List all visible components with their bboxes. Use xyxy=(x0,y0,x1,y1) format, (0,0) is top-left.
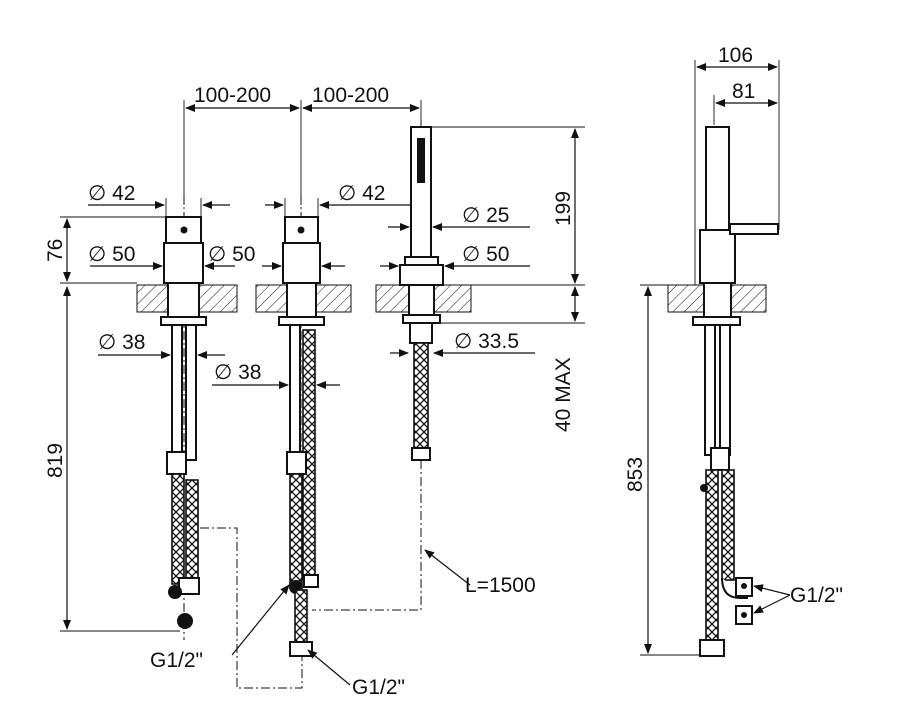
center-valve xyxy=(278,195,325,657)
dimension-labels: 100-200 100-200 ∅ 42 ∅ 42 ∅ 50 ∅ 50 ∅ 38… xyxy=(44,44,843,699)
spacing-right-label: 100-200 xyxy=(312,84,389,107)
dimension-lines xyxy=(60,60,791,686)
max-40-label: 40 MAX xyxy=(552,357,575,432)
spacing-left-label: 100-200 xyxy=(194,84,271,107)
dia-50-mid-label: ∅ 50 xyxy=(208,243,256,266)
dia-50-shower-label: ∅ 50 xyxy=(462,243,510,266)
height-199-label: 199 xyxy=(552,191,575,226)
hand-shower xyxy=(200,120,444,689)
thread-left-label: G1/2" xyxy=(150,649,203,672)
side-thread-label: G1/2" xyxy=(790,584,843,607)
dia-42-mid-label: ∅ 42 xyxy=(338,182,386,205)
dia-38-mid-label: ∅ 38 xyxy=(214,361,262,384)
thread-center-label: G1/2" xyxy=(352,676,405,699)
dia-50-left-label: ∅ 50 xyxy=(88,243,136,266)
hose-length-label: L=1500 xyxy=(465,574,536,597)
side-81-label: 81 xyxy=(732,80,755,103)
height-76-label: 76 xyxy=(44,239,67,262)
dia-33-5-label: ∅ 33.5 xyxy=(454,330,519,353)
dia-42-left-label: ∅ 42 xyxy=(88,182,136,205)
side-853-label: 853 xyxy=(624,457,647,492)
side-view xyxy=(692,126,779,657)
dia-38-left-label: ∅ 38 xyxy=(98,331,146,354)
height-819-label: 819 xyxy=(44,443,67,478)
left-valve xyxy=(160,195,207,640)
dia-25-label: ∅ 25 xyxy=(462,204,510,227)
deck-section xyxy=(136,284,767,313)
side-106-label: 106 xyxy=(718,44,753,67)
